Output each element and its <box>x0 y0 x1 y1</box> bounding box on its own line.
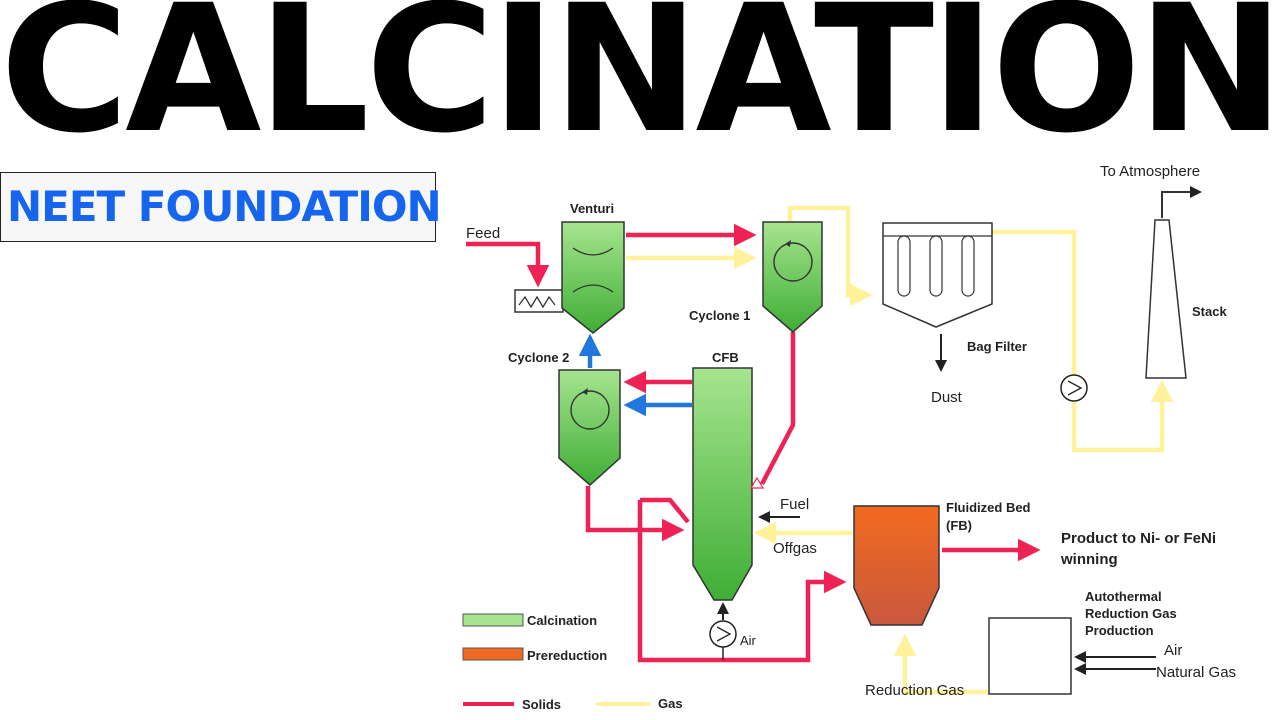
solids-cyclone1-to-cfb <box>760 332 796 486</box>
air-blower-label: Air <box>740 633 757 648</box>
legend-solids-label: Solids <box>522 697 561 712</box>
dust-label: Dust <box>931 389 963 406</box>
feed-screw <box>514 289 564 313</box>
cyclone-2-vessel <box>558 369 621 487</box>
cyclone-1-vessel <box>762 221 823 333</box>
gas-lines <box>626 186 1202 695</box>
venturi-vessel <box>561 221 625 334</box>
page-title: CALCINATION <box>0 0 1280 172</box>
reduction-gas-production-box <box>988 617 1156 695</box>
legend-prereduction-swatch <box>462 647 524 661</box>
exhaust-fan <box>1060 374 1088 402</box>
product-label-line2: winning <box>1060 551 1118 568</box>
legend-calcination-swatch <box>462 613 524 627</box>
solids-cyclone2-to-cfb <box>585 486 685 542</box>
product-label-line1: Product to Ni- or FeNi <box>1061 530 1216 547</box>
cyclone-2-label: Cyclone 2 <box>508 350 569 365</box>
fuel-label: Fuel <box>780 496 809 513</box>
cfb-label: CFB <box>712 350 739 365</box>
stack-label: Stack <box>1192 304 1227 319</box>
legend-gas-label: Gas <box>658 696 683 711</box>
to-atmosphere-label: To Atmosphere <box>1100 163 1200 180</box>
bag-filter-vessel <box>882 222 993 372</box>
legend-calcination-label: Calcination <box>527 613 597 628</box>
cyclone-1-label: Cyclone 1 <box>689 308 750 323</box>
legend-prereduction-label: Prereduction <box>527 648 607 663</box>
feed-label: Feed <box>466 225 500 242</box>
air-blower <box>709 602 737 660</box>
stack <box>1145 219 1187 379</box>
solids-lines <box>466 223 1041 663</box>
venturi-label: Venturi <box>570 201 614 216</box>
autothermal-label-line1: Autothermal <box>1085 589 1162 604</box>
offgas-label: Offgas <box>773 540 817 557</box>
gas-reduction-to-fb <box>893 633 988 695</box>
reduction-gas-label: Reduction Gas <box>865 682 964 699</box>
bag-filter-label: Bag Filter <box>967 339 1027 354</box>
solids-cyclone2-branch <box>640 497 690 524</box>
fluidized-bed-label: Fluidized Bed <box>946 500 1031 515</box>
air-input-label: Air <box>1164 642 1182 659</box>
gas-cyclone1-to-bagfilter <box>787 205 873 307</box>
autothermal-label-line2: Reduction Gas <box>1085 606 1177 621</box>
neet-foundation-badge: NEET FOUNDATION <box>0 172 442 242</box>
natural-gas-label: Natural Gas <box>1156 664 1236 681</box>
recycle-lines <box>578 333 692 417</box>
legend: Calcination Prereduction Solids Gas <box>462 613 683 712</box>
solids-feed <box>466 241 550 288</box>
cfb-vessel <box>692 367 765 601</box>
gas-bagfilter-to-stack <box>992 229 1174 453</box>
gas-stack-to-atmosphere <box>1161 186 1202 218</box>
autothermal-label-line3: Production <box>1085 623 1154 638</box>
fluidized-bed-abbrev-label: (FB) <box>946 518 972 533</box>
fluidized-bed-vessel <box>853 505 940 626</box>
solids-cfb-to-fb <box>637 500 847 663</box>
